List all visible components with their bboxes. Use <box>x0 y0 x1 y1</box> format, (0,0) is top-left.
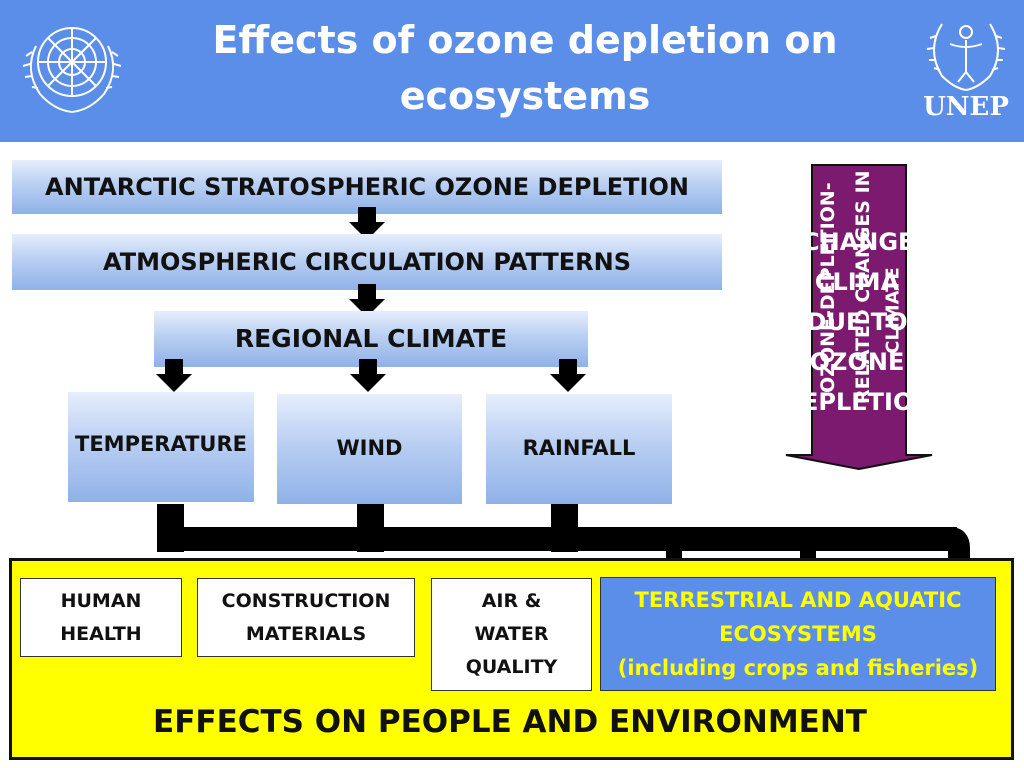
rainfall-label: RAINFALL <box>522 436 636 460</box>
arrow-text-line-1: CHANGE <box>802 228 912 256</box>
circulation-patterns-box: ATMOSPHERIC CIRCULATION PATTERNS <box>12 234 722 290</box>
un-emblem-logo <box>14 10 130 126</box>
arrow-text-line-2: CLIMA <box>814 268 900 296</box>
human-health-label: HUMAN HEALTH <box>60 589 142 645</box>
ecosystems-box: TERRESTRIAL AND AQUATIC ECOSYSTEMS (incl… <box>600 577 996 691</box>
regional-climate-box: REGIONAL CLIMATE <box>154 311 588 367</box>
human-health-box: HUMAN HEALTH <box>20 578 182 657</box>
wind-label: WIND <box>336 436 403 460</box>
ecosystems-label-line-3: (including crops and fisheries) <box>617 656 979 680</box>
ecosystems-label-line-1: TERRESTRIAL AND AQUATIC <box>634 588 962 612</box>
header-bar: Effects of ozone depletion on ecosystems… <box>0 0 1024 142</box>
air-water-quality-label: AIR & WATER QUALITY <box>465 590 558 678</box>
construction-materials-label: CONSTRUCTION MATERIALS <box>221 589 391 645</box>
arrow-text-line-4: OZONE <box>809 348 905 376</box>
temperature-box: TEMPERATURE <box>68 392 254 502</box>
air-water-quality-box: AIR & WATER QUALITY <box>431 578 592 691</box>
arrow-text-line-5: EPLETIO <box>802 388 912 416</box>
regional-climate-label: REGIONAL CLIMATE <box>234 324 508 353</box>
effects-footer-label: EFFECTS ON PEOPLE AND ENVIRONMENT <box>153 704 867 740</box>
ecosystems-label-line-2: ECOSYSTEMS <box>719 622 877 646</box>
construction-materials-box: CONSTRUCTION MATERIALS <box>197 578 415 657</box>
ozone-depletion-label: ANTARCTIC STRATOSPHERIC OZONE DEPLETION <box>45 173 689 201</box>
circulation-patterns-label: ATMOSPHERIC CIRCULATION PATTERNS <box>102 248 631 276</box>
ozone-climate-arrow-horizontal-text: CHANGE CLIMA DUE TO OZONE EPLETIO <box>802 222 912 422</box>
down-arrow-1 <box>349 207 385 240</box>
down-arrow-temperature <box>156 359 192 392</box>
ozone-depletion-box: ANTARCTIC STRATOSPHERIC OZONE DEPLETION <box>12 160 722 214</box>
unep-logo-text: UNEP <box>923 92 1009 122</box>
wind-box: WIND <box>277 394 462 504</box>
ozone-climate-arrow-shape <box>785 164 933 470</box>
title-line-2: ecosystems <box>399 74 651 118</box>
down-arrow-wind <box>350 359 386 392</box>
page-title: Effects of ozone depletion on ecosystems <box>160 12 890 124</box>
unep-logo: UNEP <box>916 10 1016 130</box>
down-arrow-2 <box>349 284 385 317</box>
temperature-label: TEMPERATURE <box>75 432 247 456</box>
down-arrow-rainfall <box>550 359 586 392</box>
arrow-text-line-3: DUE TO <box>806 308 908 336</box>
title-line-1: Effects of ozone depletion on <box>212 18 838 62</box>
rainfall-box: RAINFALL <box>486 394 672 504</box>
